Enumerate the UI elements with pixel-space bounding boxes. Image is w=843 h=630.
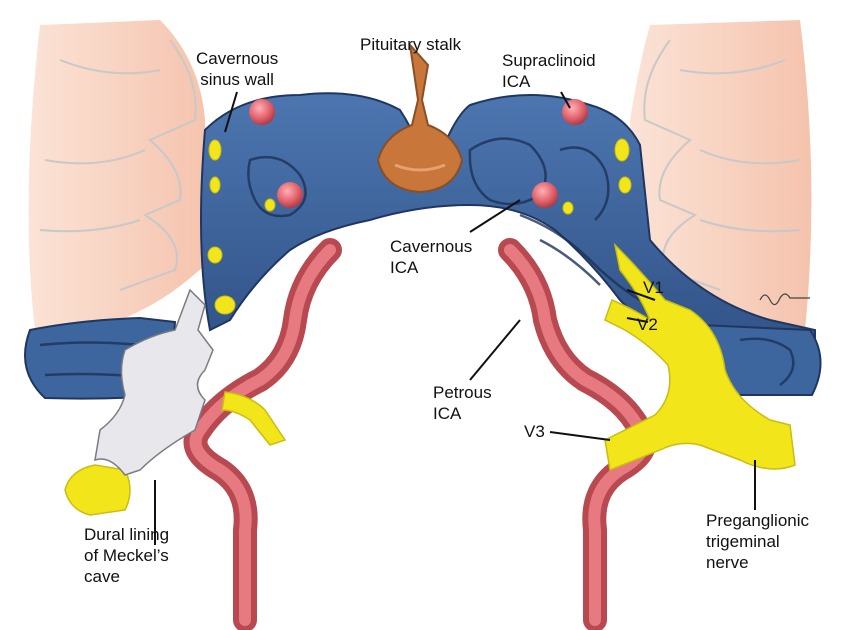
label-cavernous-sinus-wall: Cavernous sinus wall	[196, 48, 278, 90]
left-preganglionic-nerve	[65, 465, 130, 515]
left-supraclinoid-ica	[249, 99, 275, 125]
left-cavernous-ica	[277, 182, 303, 208]
label-v1: V1	[643, 277, 664, 298]
label-supraclinoid-ica: Supraclinoid ICA	[502, 50, 596, 92]
label-dural-lining: Dural lining of Meckel’s cave	[84, 524, 169, 587]
label-v3: V3	[524, 421, 545, 442]
left-bone-region	[29, 20, 210, 330]
label-v2: V2	[637, 314, 658, 335]
label-preganglionic-trigeminal-nerve: Preganglionic trigeminal nerve	[706, 510, 809, 573]
label-pituitary-stalk: Pituitary stalk	[360, 34, 461, 55]
label-petrous-ica: Petrous ICA	[433, 382, 492, 424]
label-cavernous-ica: Cavernous ICA	[390, 236, 472, 278]
left-v3-branch	[222, 392, 285, 445]
right-supraclinoid-ica	[562, 99, 588, 125]
right-cavernous-ica	[532, 182, 558, 208]
